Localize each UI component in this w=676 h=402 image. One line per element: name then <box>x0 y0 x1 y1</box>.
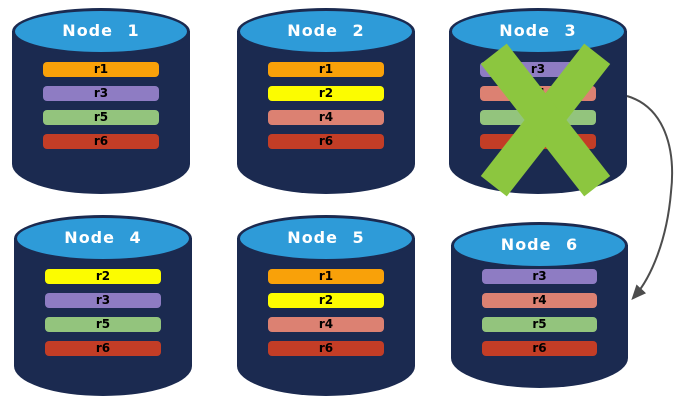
replica-label: r4 <box>532 293 547 307</box>
node-5-title: Node 5 <box>287 228 365 247</box>
node-3: Node 3 r3 r4 r5 r6 <box>449 8 627 197</box>
node-2-replica-list: r1 r2 r4 r6 <box>268 62 384 149</box>
replica-bar: r4 <box>268 110 384 125</box>
replica-bar: r3 <box>45 293 161 308</box>
replica-label: r4 <box>318 317 334 331</box>
node-1-title: Node 1 <box>62 21 140 40</box>
replica-bar: r2 <box>45 269 161 284</box>
replica-label: r6 <box>532 341 547 355</box>
replica-label: r6 <box>318 134 334 148</box>
replica-bar: r5 <box>480 110 596 125</box>
node-2-cylinder-top: Node 2 <box>237 8 415 55</box>
replica-bar: r4 <box>482 293 597 308</box>
node-2: Node 2 r1 r2 r4 r6 <box>237 8 415 194</box>
replica-bar: r3 <box>480 62 596 77</box>
replication-arrow-path <box>626 95 674 300</box>
replica-bar: r5 <box>43 110 159 125</box>
replica-bar: r3 <box>43 86 159 101</box>
replica-label: r1 <box>318 62 334 76</box>
replica-bar: r6 <box>268 134 384 149</box>
replica-label: r6 <box>95 341 111 355</box>
replica-label: r5 <box>530 110 546 124</box>
replica-label: r5 <box>93 110 109 124</box>
node-3-cylinder-top: Node 3 <box>449 8 627 55</box>
replica-label: r2 <box>95 269 111 283</box>
node-4-title: Node 4 <box>64 228 142 247</box>
node-3-title: Node 3 <box>499 21 577 40</box>
node-1-cylinder-top: Node 1 <box>12 8 190 55</box>
replica-bar: r2 <box>268 293 384 308</box>
node-5-cylinder-top: Node 5 <box>237 215 415 262</box>
node-1-replica-list: r1 r3 r5 r6 <box>43 62 159 149</box>
replica-bar: r6 <box>268 341 384 356</box>
replica-bar: r6 <box>482 341 597 356</box>
replica-bar: r4 <box>480 86 596 101</box>
node-3-replica-list: r3 r4 r5 r6 <box>480 62 596 149</box>
node-5: Node 5 r1 r2 r4 r6 <box>237 215 415 396</box>
replica-bar: r5 <box>482 317 597 332</box>
node-1: Node 1 r1 r3 r5 r6 <box>12 8 190 194</box>
replica-label: r4 <box>530 86 546 100</box>
replica-label: r5 <box>532 317 547 331</box>
replica-bar: r4 <box>268 317 384 332</box>
node-6-replica-list: r3 r4 r5 r6 <box>482 269 597 356</box>
node-2-title: Node 2 <box>287 21 365 40</box>
replica-label: r1 <box>318 269 334 283</box>
replica-label: r3 <box>93 86 109 100</box>
replica-bar: r3 <box>482 269 597 284</box>
node-6-title: Node 6 <box>500 235 579 254</box>
replica-label: r6 <box>93 134 109 148</box>
replica-label: r6 <box>530 134 546 148</box>
replica-bar: r6 <box>45 341 161 356</box>
replica-bar: r1 <box>43 62 159 77</box>
replica-label: r3 <box>532 269 547 283</box>
replica-label: r1 <box>93 62 109 76</box>
replica-bar: r6 <box>43 134 159 149</box>
node-5-replica-list: r1 r2 r4 r6 <box>268 269 384 356</box>
replica-label: r6 <box>318 341 334 355</box>
replica-label: r5 <box>95 317 111 331</box>
replica-bar: r5 <box>45 317 161 332</box>
node-4-cylinder-top: Node 4 <box>14 215 192 262</box>
replica-bar: r6 <box>480 134 596 149</box>
replica-label: r2 <box>318 86 334 100</box>
replica-bar: r1 <box>268 62 384 77</box>
replica-label: r3 <box>530 62 546 76</box>
replica-bar: r1 <box>268 269 384 284</box>
node-4-replica-list: r2 r3 r5 r6 <box>45 269 161 356</box>
node-4: Node 4 r2 r3 r5 r6 <box>14 215 192 396</box>
replica-label: r3 <box>95 293 111 307</box>
node-6-cylinder-top: Node 6 <box>451 222 628 269</box>
replica-bar: r2 <box>268 86 384 101</box>
replica-label: r2 <box>318 293 334 307</box>
replica-label: r4 <box>318 110 334 124</box>
node-6: Node 6 r3 r4 r5 r6 <box>451 222 628 388</box>
